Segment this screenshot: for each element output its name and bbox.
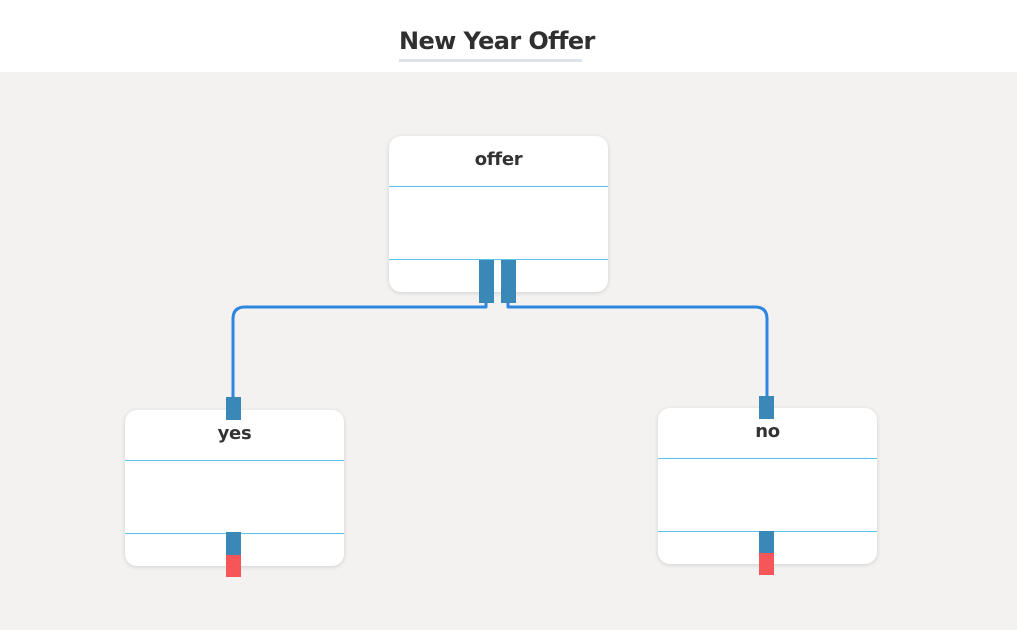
node-offer-divider-top: [389, 186, 608, 187]
no-end-port[interactable]: [759, 553, 774, 575]
node-yes-label: yes: [217, 423, 252, 444]
node-offer-label: offer: [474, 149, 523, 170]
diagram-title[interactable]: New Year Offer: [399, 24, 595, 62]
offer-output-port-yes[interactable]: [479, 260, 494, 303]
header-bar: New Year Offer: [0, 0, 1017, 72]
connector-offer-to-yes[interactable]: [231, 299, 488, 397]
yes-output-port[interactable]: [226, 532, 241, 555]
node-offer-divider-bottom: [389, 259, 608, 260]
node-no-label: no: [755, 421, 780, 442]
no-output-port[interactable]: [759, 531, 774, 554]
offer-output-port-no[interactable]: [501, 260, 516, 303]
connector-offer-to-no[interactable]: [506, 299, 769, 396]
node-no-divider-top: [658, 458, 877, 459]
no-input-port[interactable]: [759, 396, 774, 419]
yes-input-port[interactable]: [226, 397, 241, 420]
node-yes-divider-top: [125, 460, 344, 461]
node-offer[interactable]: offer: [389, 136, 608, 292]
yes-end-port[interactable]: [226, 555, 241, 577]
